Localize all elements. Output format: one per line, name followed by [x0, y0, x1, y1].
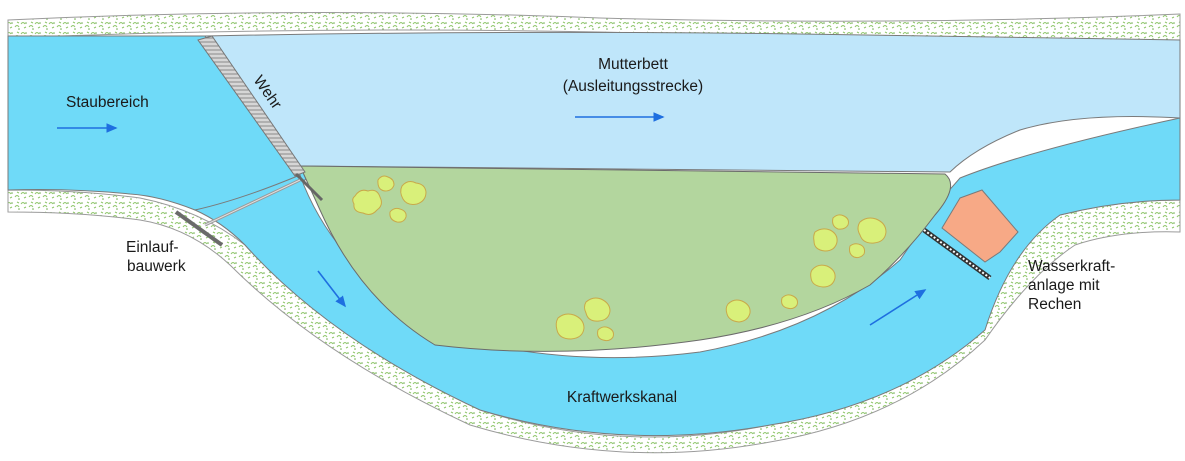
arrow-right-icon [869, 289, 927, 326]
shrub-icon [555, 313, 585, 340]
label-wasserkraft-line3: Rechen [1028, 296, 1081, 313]
shrub-icon [377, 175, 395, 192]
shrub-icon [832, 214, 849, 230]
shrub-icon [725, 299, 751, 323]
label-einlauf-line2: bauwerk [127, 258, 186, 275]
shrub-icon [813, 228, 838, 252]
label-kraftwerkskanal: Kraftwerkskanal [567, 389, 677, 406]
label-einlauf-line1: Einlauf- [126, 239, 179, 256]
weir [197, 35, 306, 177]
shrub-icon [352, 189, 382, 215]
weir-end [294, 172, 324, 202]
label-staubereich: Staubereich [66, 94, 149, 111]
powerhouse [941, 189, 1019, 263]
trash-rack-bars [923, 229, 991, 279]
shrub-icon [810, 264, 836, 288]
shrub-icon [781, 294, 798, 310]
mutterbett-water [204, 31, 1181, 173]
shrub-icon [389, 207, 407, 223]
intake-connector-inner [204, 179, 301, 226]
shrub-icon [584, 297, 611, 322]
intake-structure [174, 210, 224, 247]
shrub-group [352, 175, 887, 342]
label-wasserkraft-line2: anlage mit [1028, 277, 1100, 294]
label-wasserkraft-line1: Wasserkraft- [1028, 258, 1115, 275]
shrub-icon [849, 243, 866, 259]
label-ausleitungsstrecke: (Ausleitungsstrecke) [563, 78, 703, 95]
arrow-right-icon [317, 270, 346, 308]
shrub-icon [597, 326, 614, 342]
shrub-icon [400, 181, 427, 205]
shrub-icon [857, 217, 887, 244]
label-mutterbett: Mutterbett [598, 56, 668, 73]
